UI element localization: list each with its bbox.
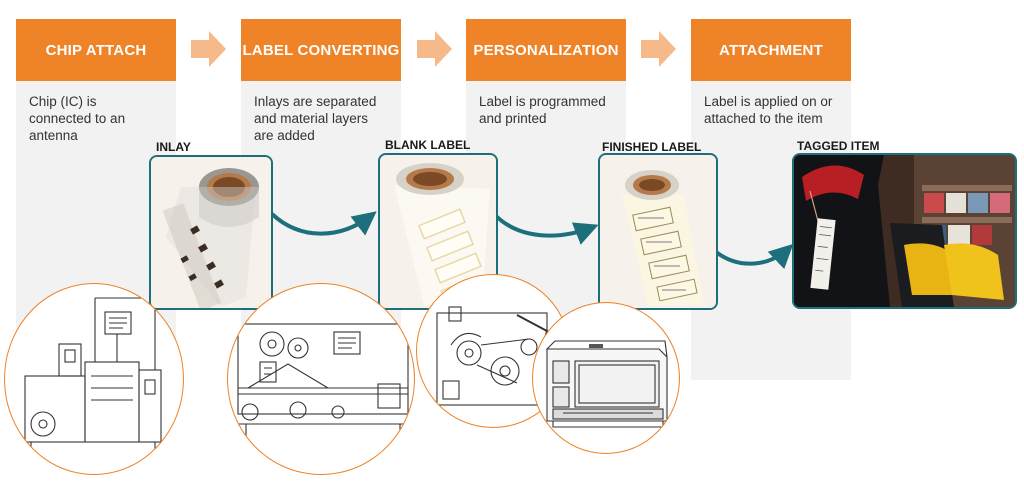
step-header-label-converting: LABEL CONVERTING [241,19,401,81]
step-header-chip-attach: CHIP ATTACH [16,19,176,81]
step-description-chip-attach: Chip (IC) is connected to an antenna [29,94,126,143]
step-header-personalization: PERSONALIZATION [466,19,626,81]
stage-label-blank-label: BLANK LABEL [385,138,471,152]
chevron-right-icon [417,31,452,67]
tagged-item-photo [792,153,1017,309]
step-header-attachment: ATTACHMENT [691,19,851,81]
inlay-roll-photo [149,155,273,310]
finished-label-roll-photo [598,153,718,310]
flow-arrow [714,243,794,270]
stage-label-inlay: INLAY [156,140,191,154]
flow-arrow [493,213,599,245]
stage-label-tagged-item: TAGGED ITEM [797,139,880,153]
step-description-label-converting: Inlays are separated and material layers… [254,94,377,143]
chevron-right-icon [191,31,226,67]
step-description-attachment: Label is applied on or attached to the i… [704,94,833,126]
stage-label-finished-label: FINISHED LABEL [602,140,702,154]
flow-arrow [270,211,377,236]
label-printer-illustration [532,302,680,454]
chevron-right-icon [641,31,676,67]
step-description-personalization: Label is programmed and printed [479,94,606,126]
chip-attach-machine-illustration [4,283,184,475]
label-converting-machine-illustration [227,283,415,475]
